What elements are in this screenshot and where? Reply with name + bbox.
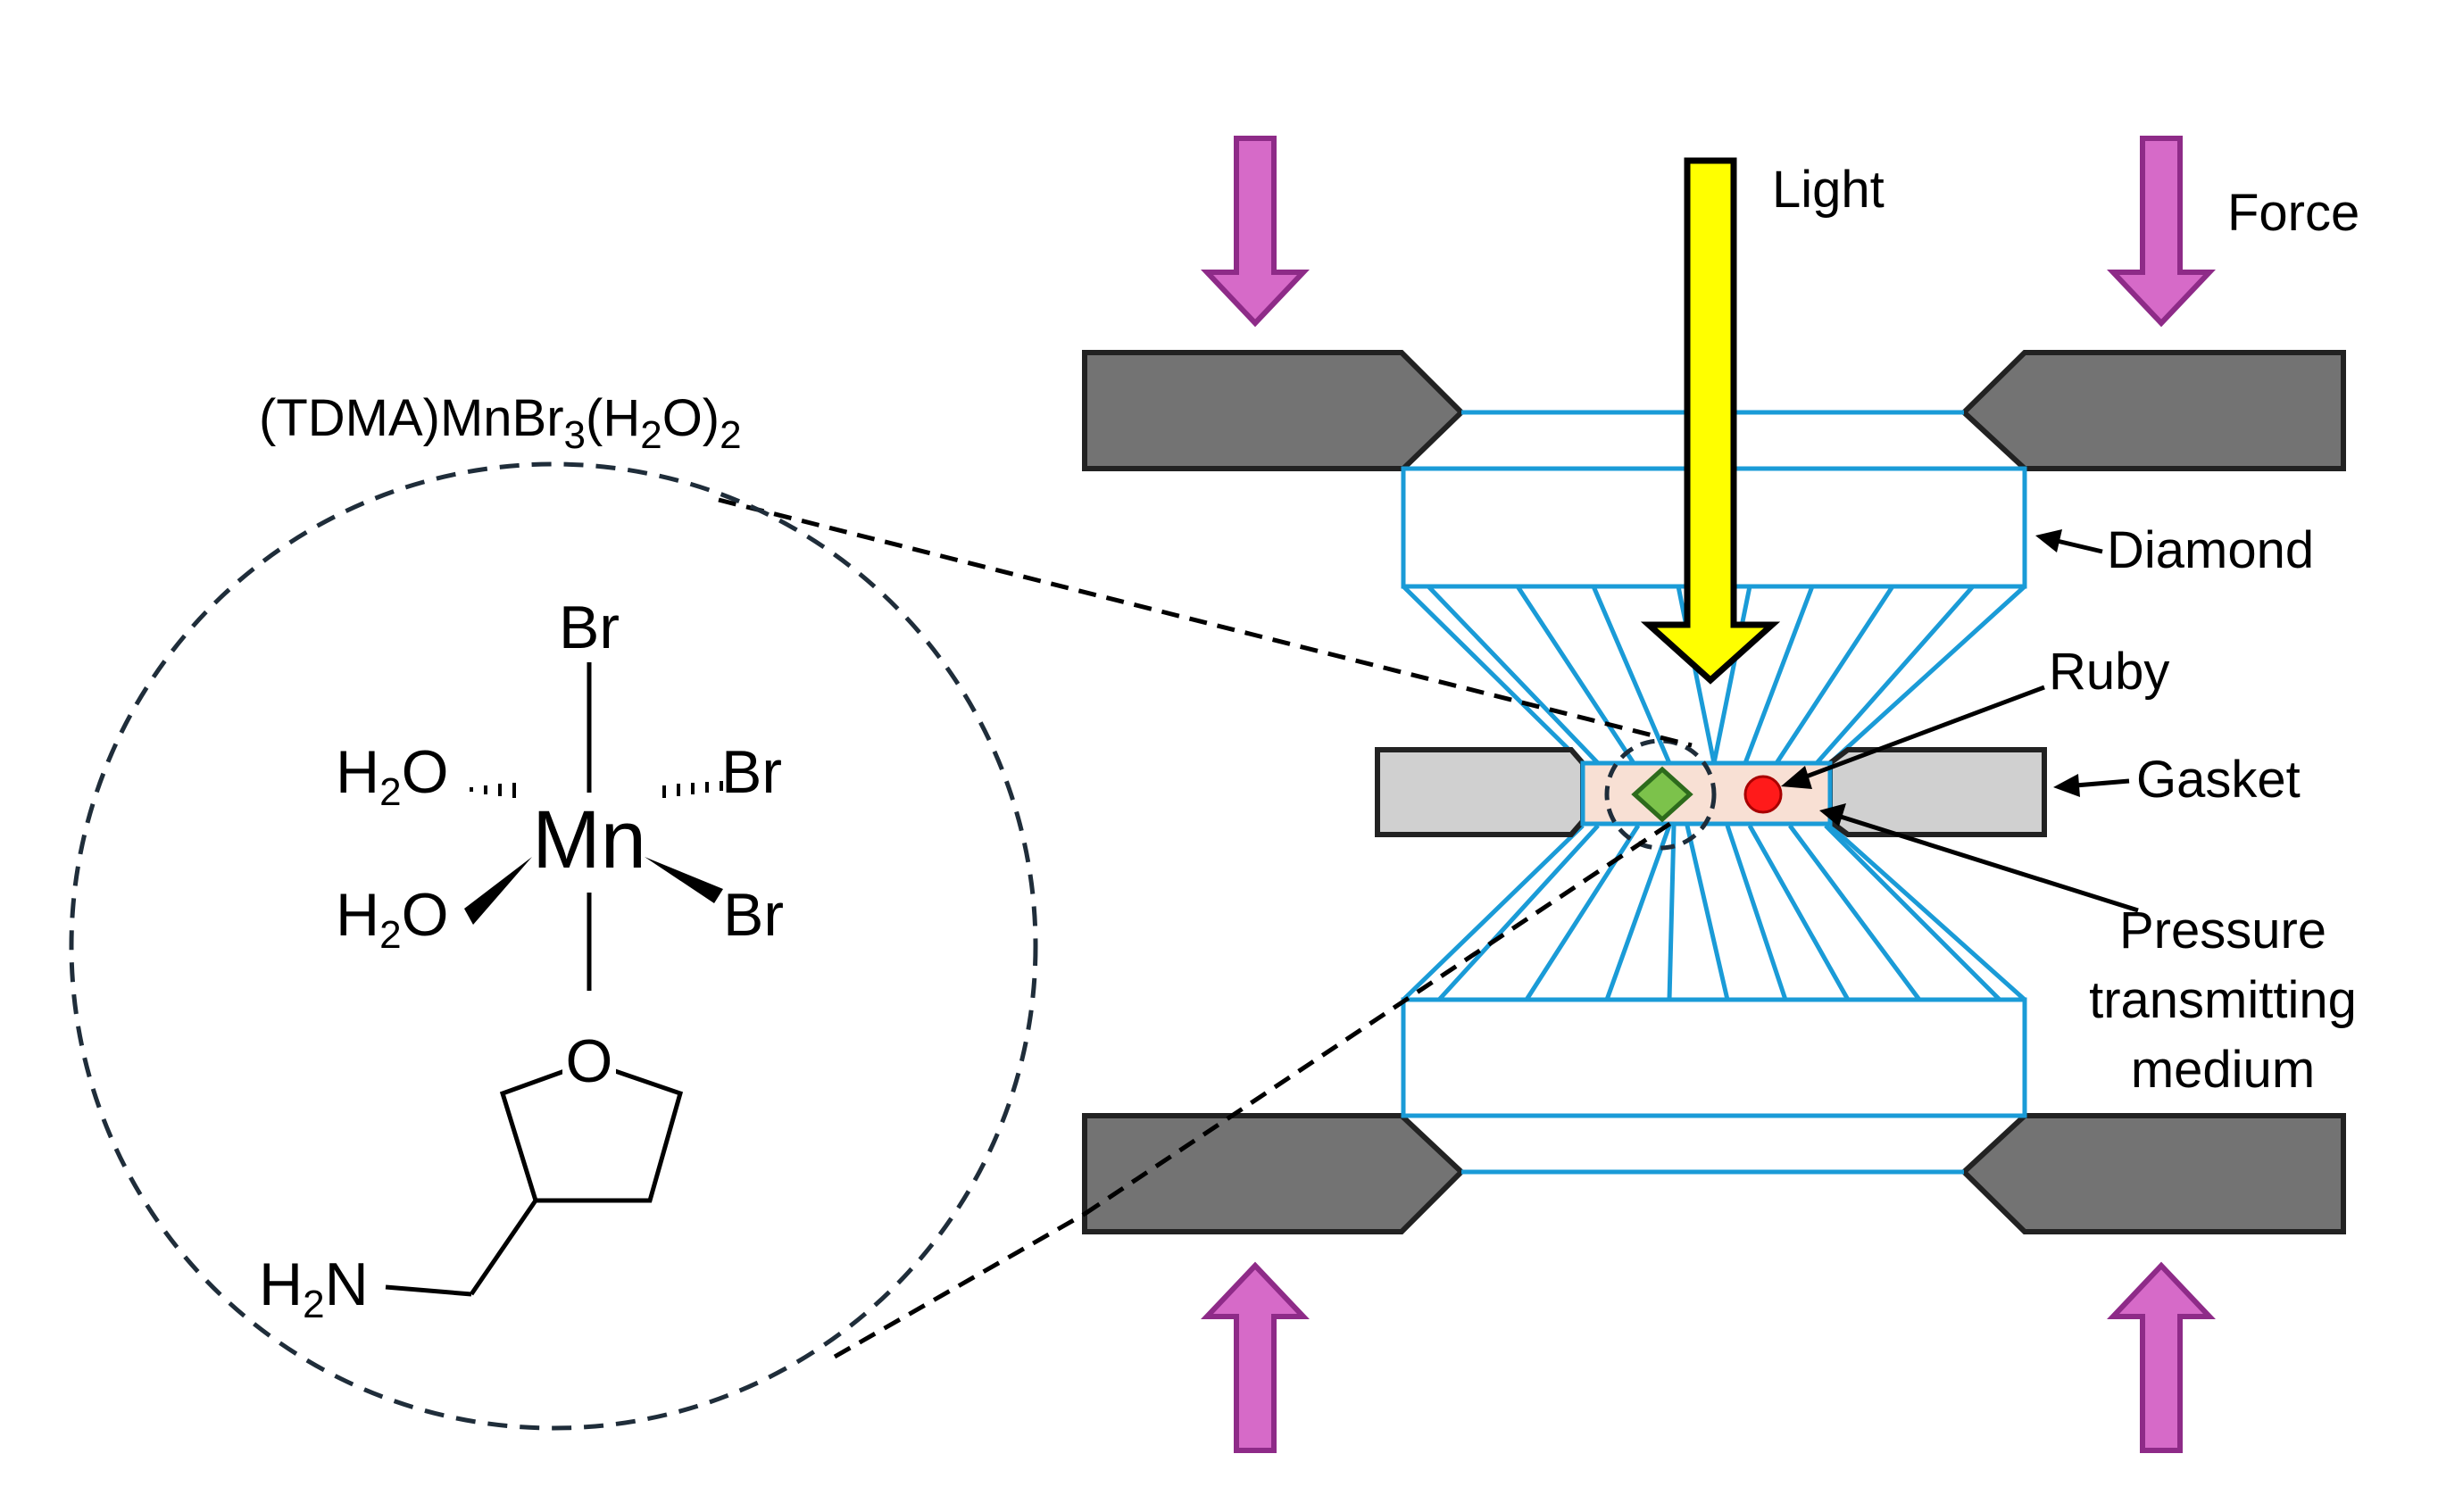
ruby-sphere	[1743, 775, 1783, 814]
h2o-upper: H2O	[336, 738, 449, 814]
magnify-line-upper	[718, 497, 1693, 748]
sample-chamber	[1580, 760, 1833, 827]
magnify-source-ellipse	[1604, 738, 1717, 851]
ruby-pointer	[1781, 685, 2045, 789]
h2o-lower: H2O	[336, 881, 449, 957]
br-top: Br	[559, 594, 620, 661]
magnify-circle	[69, 461, 1038, 1431]
light-arrow	[1640, 157, 1781, 685]
magnify-line-lower-2	[833, 1211, 1086, 1359]
ruby-label: Ruby	[2049, 643, 2169, 701]
ptm-label: Pressure transmitting medium	[2089, 901, 2357, 1099]
compound-name: (TDMA)MnBr3(H2O)2	[259, 389, 742, 457]
ring-oxygen: O	[566, 1027, 613, 1095]
force-label: Force	[2227, 184, 2359, 242]
seat-top-left	[1082, 350, 1466, 471]
br-right-lower: Br	[723, 881, 784, 949]
diamond-label: Diamond	[2107, 521, 2314, 579]
force-arrow-top-left	[1201, 136, 1310, 328]
svg-text:transmitting: transmitting	[2089, 971, 2357, 1029]
mn-center: Mn	[532, 794, 646, 885]
force-arrow-top-right	[2107, 136, 2216, 328]
svg-text:Pressure: Pressure	[2119, 901, 2326, 960]
br-right-upper: Br	[721, 738, 782, 806]
gasket-left	[1375, 747, 1585, 837]
seat-bottom-right	[1960, 1113, 2346, 1234]
light-label: Light	[1772, 161, 1885, 219]
molecule-structure: Br Mn Br Br H2O H2O O H2N	[259, 594, 784, 1326]
amine-nh2: H2N	[259, 1250, 369, 1326]
magnify-line-lower	[1083, 818, 1676, 1217]
sample-crystal	[1631, 766, 1693, 823]
seat-top-right	[1960, 350, 2346, 471]
svg-text:medium: medium	[2131, 1041, 2315, 1099]
gasket-label: Gasket	[2136, 751, 2301, 809]
force-arrow-bottom-right	[2107, 1261, 2216, 1453]
diamond-bottom	[1401, 824, 2027, 1175]
diamond-pointer	[2035, 529, 2103, 554]
gasket-pointer	[2053, 774, 2130, 797]
ptm-pointer	[1819, 803, 2139, 913]
force-arrow-bottom-left	[1201, 1261, 1310, 1453]
